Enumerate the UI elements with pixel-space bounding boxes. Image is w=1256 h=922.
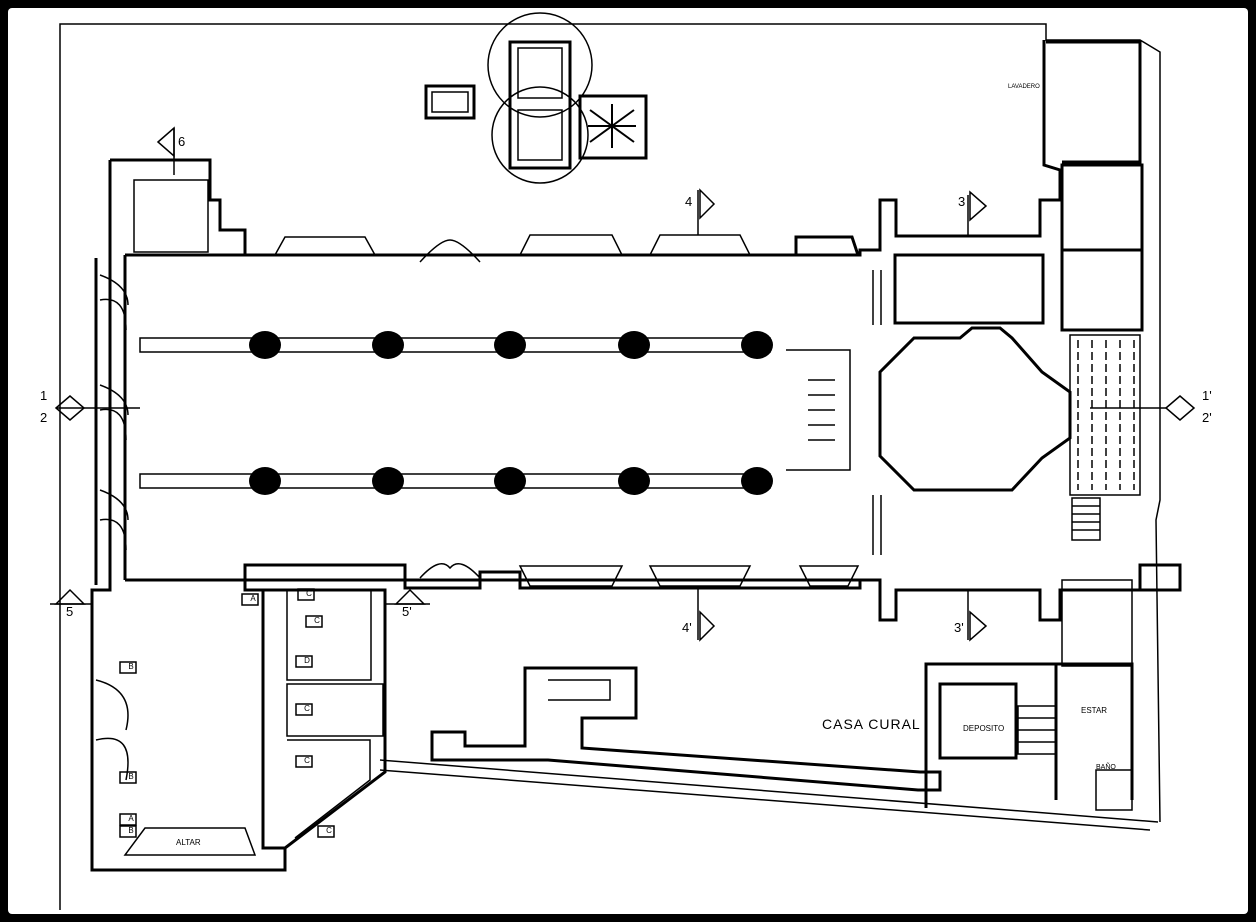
section-mark-3: 3	[958, 194, 966, 209]
section-mark-2: 2	[40, 410, 48, 425]
section-mark-1p: 1'	[1202, 388, 1212, 403]
north-door	[400, 239, 500, 263]
tag-a: A	[128, 814, 134, 823]
section-mark-6: 6	[178, 134, 186, 149]
lavadero-label: LAVADERO	[1008, 84, 1040, 90]
south-chapel	[95, 589, 384, 856]
floor-plan	[50, 12, 1196, 910]
east-stair	[1060, 163, 1144, 541]
tag-b: B	[128, 772, 134, 781]
section-mark-4p: 4'	[682, 620, 692, 635]
section-mark-5p: 5'	[402, 604, 412, 619]
section-mark-1: 1	[40, 388, 48, 403]
section-mark-4: 4	[685, 194, 693, 209]
casa-cural-label: CASA CURAL	[822, 716, 921, 732]
deposito-label: DEPOSITO	[963, 724, 1005, 733]
altar-label: ALTAR	[176, 838, 201, 847]
tag-c: C	[304, 704, 310, 713]
tag-c: C	[304, 756, 310, 765]
section-markers	[50, 126, 1196, 642]
tag-c: C	[326, 826, 332, 835]
buttresses	[273, 234, 860, 587]
section-mark-5: 5	[66, 604, 74, 619]
casa-cural	[924, 579, 1134, 811]
tag-boxes	[119, 588, 335, 838]
tag-c: C	[314, 616, 320, 625]
bano-label: BAÑO	[1096, 764, 1116, 771]
west-doors	[94, 258, 129, 585]
ne-rooms	[1046, 40, 1142, 164]
south-corridor	[430, 666, 942, 792]
chancel	[786, 253, 1072, 555]
site-boundary	[59, 23, 1161, 910]
tag-c: C	[306, 589, 312, 598]
garden	[424, 12, 648, 184]
tag-a: A	[250, 594, 256, 603]
column-rows	[139, 331, 773, 495]
estar-label: ESTAR	[1081, 706, 1108, 715]
tag-b: B	[128, 826, 134, 835]
south-door	[419, 563, 481, 579]
tag-d: D	[304, 656, 310, 665]
section-mark-2p: 2'	[1202, 410, 1212, 425]
tag-b: B	[128, 662, 134, 671]
drawing-frame: CASA CURAL DEPOSITO ESTAR BAÑO ALTAR LAV…	[8, 8, 1248, 914]
section-mark-3p: 3'	[954, 620, 964, 635]
